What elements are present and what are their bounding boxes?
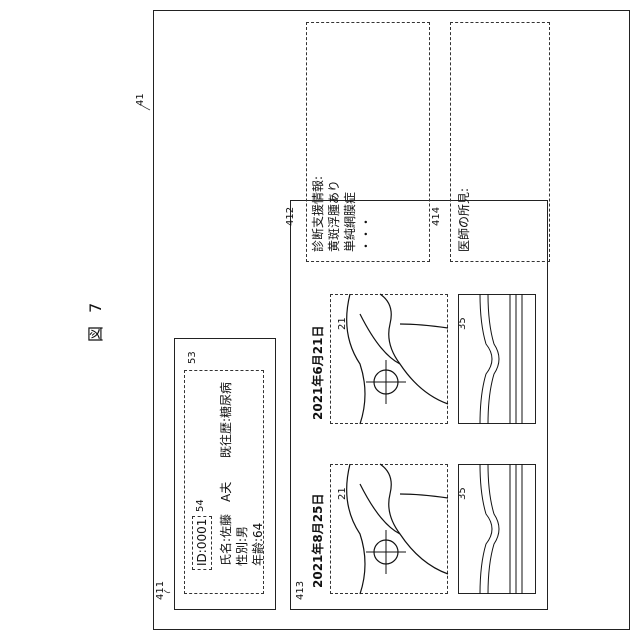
oct-layers-1 [458, 464, 536, 594]
patient-history: 既往歴:糖尿病 [220, 382, 232, 458]
fundus-drawing-1 [330, 464, 448, 594]
doctor-findings-title: 医師の所見: [458, 188, 470, 252]
exam-date-1: 2021年8月25日 [312, 494, 324, 588]
diagnosis-line-2: 単純網膜症 [344, 192, 356, 252]
patient-age: 年齢:64 [252, 523, 264, 566]
diagnosis-more: ・・・ [360, 216, 372, 252]
diagnosis-line-1: 黄斑浮腫あり [328, 180, 340, 252]
patient-sex: 性別:男 [236, 526, 248, 566]
exam-date-2: 2021年6月21日 [312, 326, 324, 420]
patient-name: 氏名:佐藤 A夫 [220, 482, 232, 566]
fundus-drawing-2 [330, 294, 448, 424]
diagnosis-title: 診断支援情報: [312, 176, 324, 252]
ref-label-53: 53 [188, 351, 198, 364]
patient-id: ID:0001 [196, 519, 208, 566]
ref-label-414: 414 [432, 207, 442, 226]
oct-layers-2 [458, 294, 536, 424]
ref-label-413: 413 [296, 581, 306, 600]
ref-label-412: 412 [286, 207, 296, 226]
ref-label-54: 54 [196, 499, 206, 512]
